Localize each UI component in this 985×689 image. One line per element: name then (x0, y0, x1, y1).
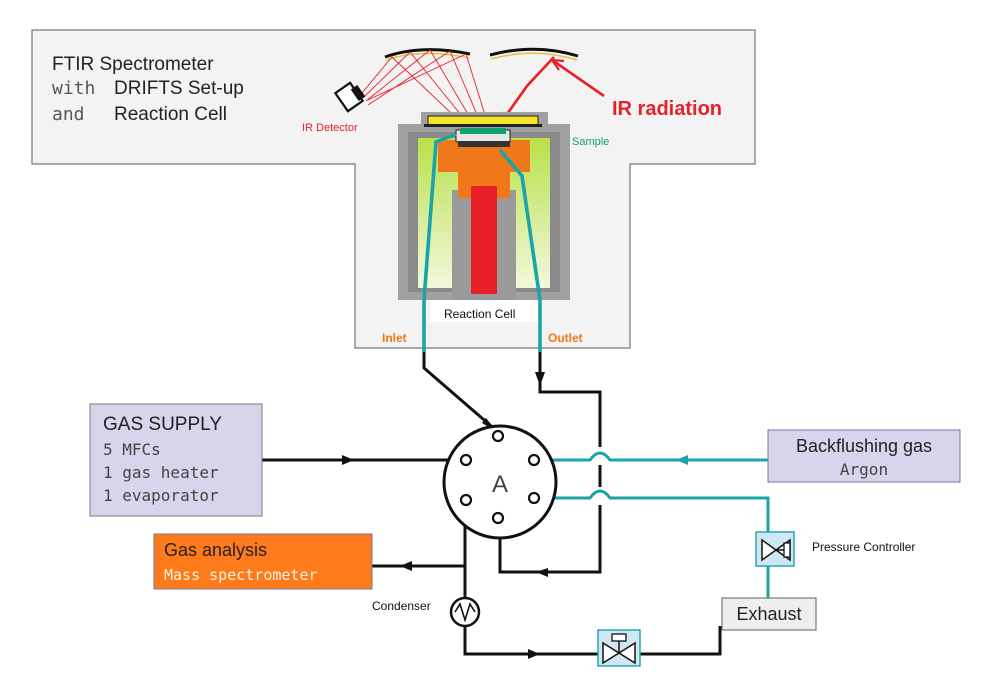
gas-analysis-box: Gas analysis Mass spectrometer (153, 533, 373, 590)
argon-arrow (676, 455, 688, 465)
ir-radiation-label: IR radiation (612, 98, 722, 120)
inlet-label: Inlet (382, 331, 407, 345)
ir-detector-label: IR Detector (302, 122, 358, 134)
exhaust-label: Exhaust (736, 604, 801, 624)
condenser-label: Condenser (372, 599, 431, 613)
bottom-valve-icon[interactable] (597, 629, 641, 667)
cell-gas-tubes (422, 132, 542, 352)
gas-supply-title: GAS SUPPLY (103, 414, 222, 435)
gas-supply-box: GAS SUPPLY 5 MFCs 1 gas heater 1 evapora… (89, 403, 263, 517)
ir-detector-icon (333, 81, 366, 113)
outlet-label: Outlet (548, 331, 583, 345)
pressure-controller-icon[interactable] (755, 531, 795, 567)
multiport-valve[interactable]: A (442, 424, 558, 540)
gas-supply-item-1: 5 MFCs (103, 440, 161, 459)
backflushing-box: Backflushing gas Argon (767, 429, 961, 483)
gas-supply-item-2: 1 gas heater (103, 463, 219, 482)
backflushing-subtitle: Argon (840, 460, 888, 479)
backflushing-title: Backflushing gas (796, 436, 932, 456)
pressure-controller-label: Pressure Controller (812, 540, 915, 554)
ellipsoidal-mirrors (384, 47, 579, 61)
ftir-title-line1: FTIR Spectrometer (52, 54, 214, 75)
gas-analysis-subtitle: Mass spectrometer (164, 566, 318, 584)
gas-analysis-title: Gas analysis (164, 540, 267, 560)
sample-label: Sample (572, 136, 609, 148)
ftir-title-line3: Reaction Cell (114, 104, 227, 125)
exhaust-box: Exhaust (721, 597, 817, 631)
backflush-lines (540, 451, 770, 598)
ftir-housing (31, 29, 756, 349)
gas-supply-item-3: 1 evaporator (103, 486, 219, 505)
ftir-title-with: with (52, 78, 95, 99)
reaction-cell (398, 112, 570, 322)
condenser-icon (449, 596, 481, 628)
valve-label: A (492, 471, 508, 498)
ftir-title-and: and (52, 104, 85, 125)
ftir-title-line2: DRIFTS Set-up (114, 78, 244, 99)
reaction-cell-label: Reaction Cell (444, 307, 515, 321)
